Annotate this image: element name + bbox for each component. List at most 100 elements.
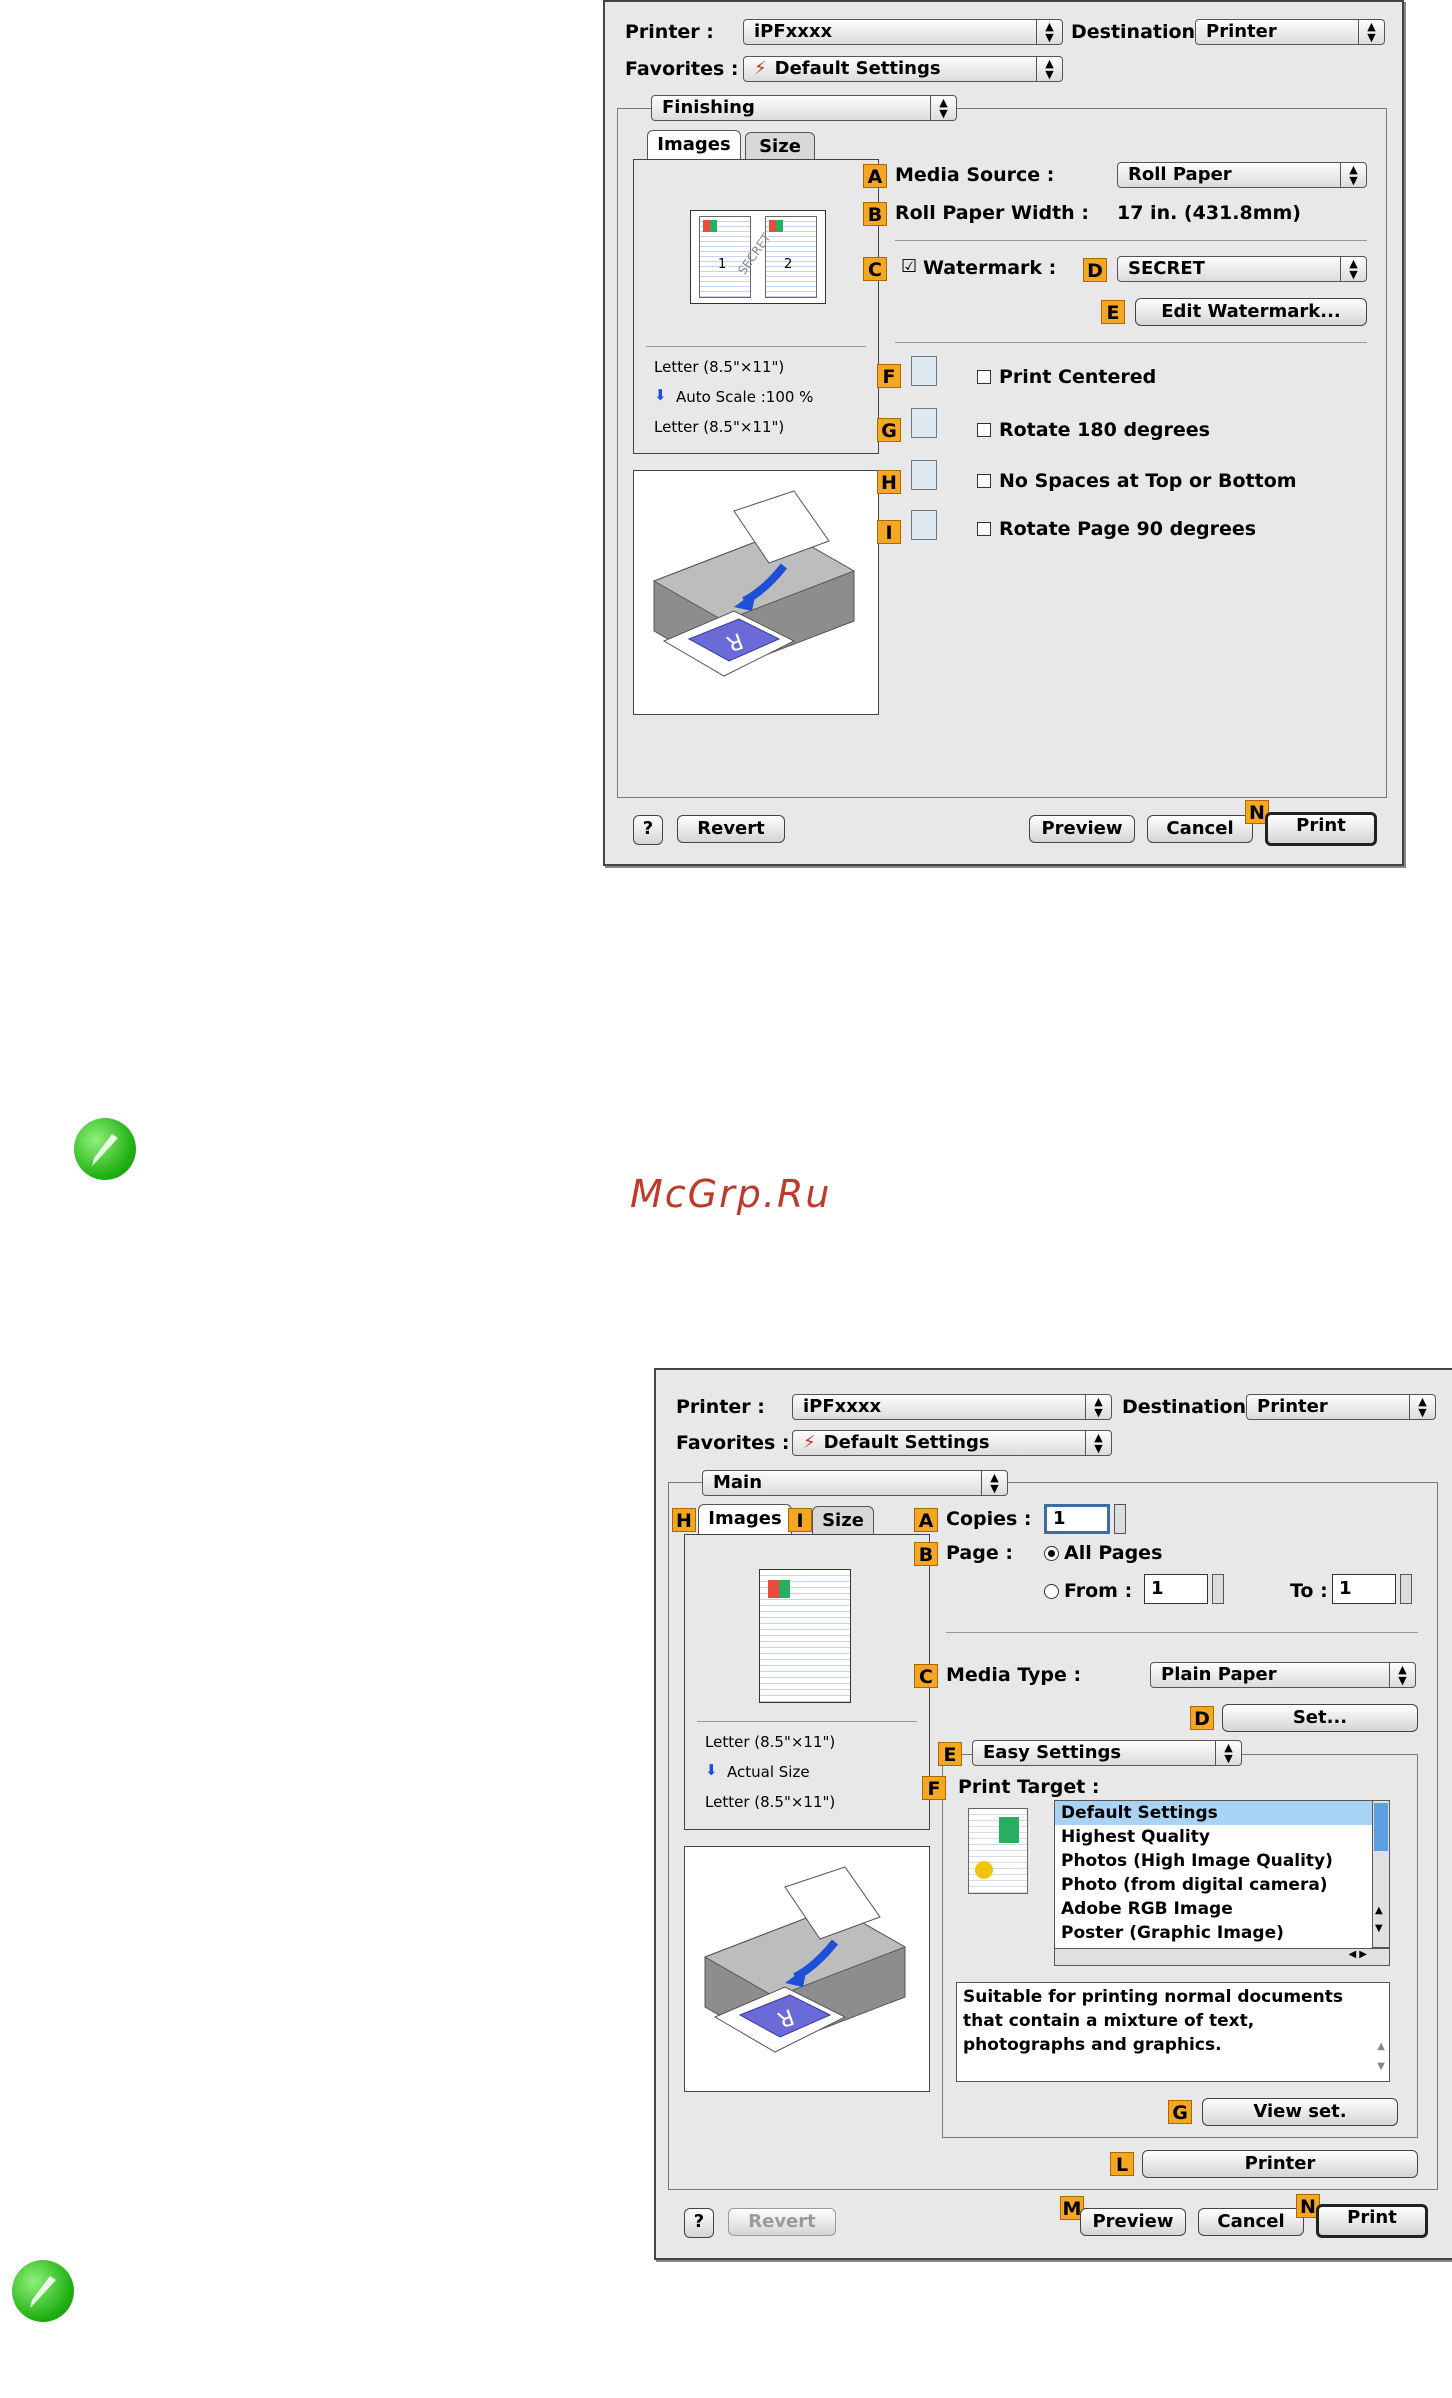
destination-label: Destination : [1071,21,1210,43]
callout-i: I [877,520,901,544]
copies-field[interactable]: 1 [1044,1504,1110,1534]
view-set-button[interactable]: View set. [1202,2098,1398,2126]
printer-image: R [703,1866,907,2053]
printer-popup-value: iPFxxxx [803,1396,882,1417]
cancel-button[interactable]: Cancel [1147,815,1253,843]
preview-divider [697,1721,917,1722]
tab-images[interactable]: Images [647,130,741,160]
printer-popup[interactable]: iPFxxxx ▲▼ [743,19,1063,45]
preview-output-size: Letter (8.5"×11") [705,1793,836,1811]
print-centered-checkbox[interactable] [977,370,991,384]
printer-popup-value: iPFxxxx [754,21,833,42]
copies-stepper[interactable] [1114,1504,1126,1534]
media-source-popup[interactable]: Roll Paper ▲▼ [1117,162,1367,188]
from-label: From : [1064,1580,1133,1602]
print-dialog-finishing: Printer : iPFxxxx ▲▼ Destination : Print… [603,0,1404,866]
printer-popup[interactable]: iPFxxxx ▲▼ [792,1394,1112,1420]
scroll-down-icon[interactable]: ▼ [1377,2061,1385,2072]
description-box: Suitable for printing normal documents t… [956,1982,1390,2082]
preview-button[interactable]: Preview [1080,2208,1186,2236]
watermark-popup[interactable]: SECRET ▲▼ [1117,256,1367,282]
callout-h: H [672,1508,696,1532]
all-pages-radio[interactable] [1044,1546,1059,1561]
rotate-180-checkbox[interactable] [977,423,991,437]
page-1-number: 1 [718,257,727,272]
panel-popup-value: Main [713,1472,763,1493]
panel-popup[interactable]: Finishing ▲▼ [651,95,957,121]
from-radio[interactable] [1044,1584,1059,1599]
callout-c: C [863,257,887,281]
tab-size[interactable]: Size [745,132,815,162]
updown-arrows-icon: ▲▼ [930,96,956,120]
list-hscroll[interactable]: ◀ ▶ [1054,1948,1390,1966]
list-item[interactable]: Photo (from digital camera) [1061,1875,1328,1895]
from-field[interactable]: 1 [1144,1574,1208,1604]
image-thumb-icon [703,220,717,232]
to-field[interactable]: 1 [1332,1574,1396,1604]
cancel-button[interactable]: Cancel [1198,2208,1304,2236]
watermark-checkbox[interactable]: ☑ [901,256,918,277]
callout-f: F [922,1776,946,1800]
scroll-thumb[interactable] [1374,1803,1388,1851]
callout-e: E [938,1742,962,1766]
revert-button: Revert [728,2208,836,2236]
printer-label: Printer : [676,1396,765,1418]
scroll-down-icon[interactable]: ▼ [1375,1923,1383,1934]
destination-popup[interactable]: Printer ▲▼ [1246,1394,1436,1420]
print-button[interactable]: Print [1265,812,1377,846]
to-stepper[interactable] [1400,1574,1412,1604]
updown-arrows-icon: ▲▼ [1085,1431,1111,1455]
rotate-180-icon [911,408,937,438]
favorites-popup-value: Default Settings [823,1432,990,1453]
revert-button[interactable]: Revert [677,815,785,843]
print-target-list[interactable]: Default Settings Highest Quality Photos … [1054,1800,1390,1950]
pencil-icon [92,1134,118,1166]
rotate-90-checkbox[interactable] [977,522,991,536]
updown-arrows-icon: ▲▼ [1036,57,1062,81]
media-source-value: Roll Paper [1128,164,1232,185]
updown-arrows-icon: ▲▼ [1358,20,1384,44]
preview-button[interactable]: Preview [1029,815,1135,843]
help-button[interactable]: ? [684,2208,714,2238]
panel-popup[interactable]: Main ▲▼ [702,1470,1008,1496]
callout-l: L [1110,2152,1134,2176]
no-spaces-checkbox[interactable] [977,474,991,488]
destination-popup[interactable]: Printer ▲▼ [1195,19,1385,45]
scroll-up-icon[interactable]: ▲ [1375,1905,1383,1916]
note-pencil-icon [12,2260,74,2322]
tab-size[interactable]: Size [812,1506,874,1536]
printer-illustration: R [633,470,879,715]
media-type-popup[interactable]: Plain Paper ▲▼ [1150,1662,1416,1688]
copies-label: Copies : [946,1508,1032,1530]
favorites-popup[interactable]: ⚡Default Settings ▲▼ [743,56,1063,82]
destination-popup-value: Printer [1206,21,1277,42]
scroll-up-icon[interactable]: ▲ [1377,2041,1385,2052]
print-dialog-main: Printer : iPFxxxx ▲▼ Destination : Print… [654,1368,1452,2260]
list-item[interactable]: Photos (High Image Quality) [1061,1851,1333,1871]
updown-arrows-icon: ▲▼ [1215,1741,1241,1765]
media-type-value: Plain Paper [1161,1664,1277,1685]
tab-images[interactable]: Images [698,1504,792,1534]
list-item[interactable]: Highest Quality [1061,1827,1210,1847]
help-button[interactable]: ? [633,815,663,845]
page-thumbnail [759,1569,851,1703]
list-item[interactable]: Poster (Graphic Image) [1061,1923,1284,1943]
from-stepper[interactable] [1212,1574,1224,1604]
updown-arrows-icon: ▲▼ [1340,163,1366,187]
list-item[interactable]: Default Settings [1055,1801,1389,1825]
rotate-90-label: Rotate Page 90 degrees [999,518,1257,540]
preview-divider [646,346,866,347]
printer-button[interactable]: Printer [1142,2150,1418,2178]
image-thumb-icon [975,1861,993,1879]
list-scrollbar[interactable]: ▲ ▼ [1372,1800,1390,1948]
set-button[interactable]: Set... [1222,1704,1418,1732]
mode-popup[interactable]: Easy Settings ▲▼ [972,1740,1242,1766]
print-button[interactable]: Print [1316,2204,1428,2238]
favorites-popup[interactable]: ⚡Default Settings ▲▼ [792,1430,1112,1456]
list-item[interactable]: Adobe RGB Image [1061,1899,1233,1919]
updown-arrows-icon: ▲▼ [1340,257,1366,281]
page-1-thumb: 1 [699,216,751,298]
callout-f: F [877,364,901,388]
panel-popup-value: Finishing [662,97,755,118]
edit-watermark-button[interactable]: Edit Watermark... [1135,298,1367,326]
